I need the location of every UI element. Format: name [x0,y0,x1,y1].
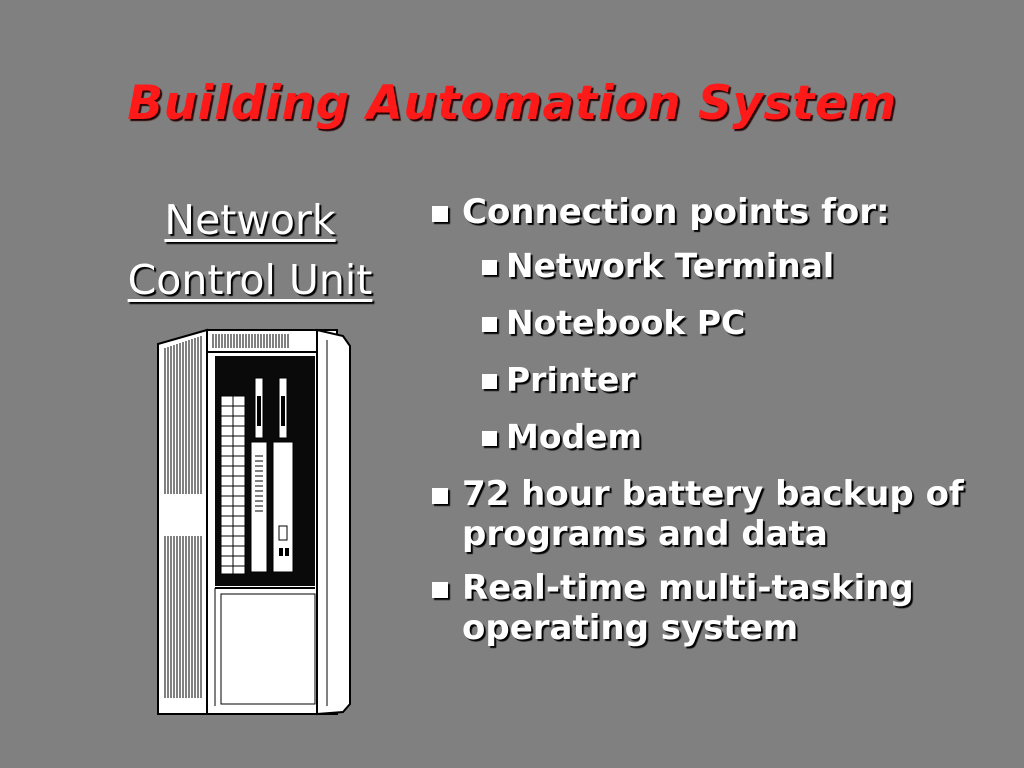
slide-title: Building Automation System [127,76,897,131]
bullet-text: Real-time multi-tasking operating system [462,568,914,648]
subtitle-line-2: Control Unit [127,256,373,304]
bullet-item: Real-time multi-tasking operating system [430,568,1010,648]
square-bullet-icon [432,206,448,222]
square-bullet-icon [432,582,448,598]
cabinet-icon [157,328,351,716]
bullet-text: Network Terminal [506,246,835,285]
bullet-text: 72 hour battery backup of programs and d… [462,474,964,554]
bullet-text: Connection points for: [462,192,890,232]
slide-subtitle: Network Control Unit [90,190,410,310]
square-bullet-icon [432,488,448,504]
sub-bullet-item: Modem [482,417,1010,457]
bullet-list: Connection points for: Network Terminal … [430,192,1010,662]
square-bullet-icon [482,317,497,332]
square-bullet-icon [482,374,497,389]
sub-bullet-item: Notebook PC [482,303,1010,343]
network-control-unit-illustration [155,326,355,718]
subtitle-line-1: Network [164,196,336,244]
sub-bullet-item: Printer [482,360,1010,400]
bullet-item: Connection points for: [430,192,1010,232]
square-bullet-icon [482,431,497,446]
bullet-text: Printer [506,360,636,399]
bullet-text: Modem [506,417,642,456]
bullet-item: 72 hour battery backup of programs and d… [430,474,1010,554]
sub-bullet-item: Network Terminal [482,246,1010,286]
square-bullet-icon [482,260,497,275]
bullet-text: Notebook PC [506,303,746,342]
